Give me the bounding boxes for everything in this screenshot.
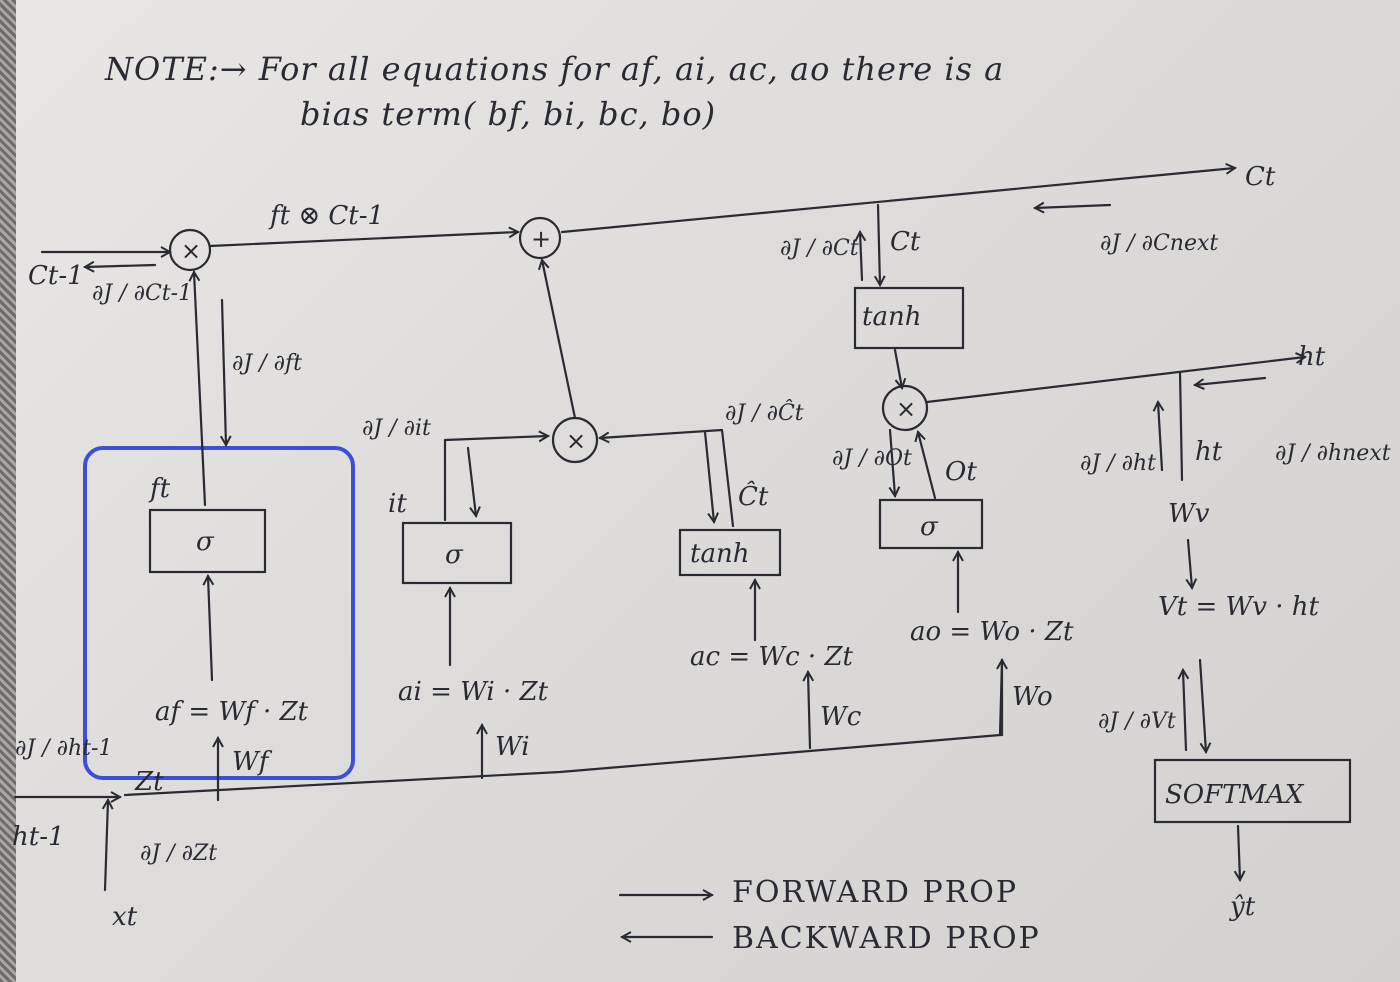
wi-label: Wi: [495, 732, 530, 762]
c-next-grad-label: ∂J / ∂Cnext: [1100, 231, 1218, 256]
vt-down-arrow: [1198, 658, 1206, 752]
zt-label: Zt: [134, 767, 164, 797]
ct-hat-grad-label: ∂J / ∂Ĉt: [725, 399, 804, 426]
ft-up-arrow: [194, 272, 207, 507]
xt-label: xt: [112, 902, 138, 932]
ct-hat-up-arrow: [600, 428, 735, 528]
output-multiply-node: [881, 384, 929, 432]
cell-forget-arrow: [208, 232, 518, 248]
ct-hat-grad-down-arrow: [703, 430, 714, 522]
ct-grad-label: ∂J / ∂Ct: [780, 236, 859, 261]
legend-forward-label: FORWARD PROP: [732, 875, 1018, 910]
af-equation: af = Wf · Zt: [155, 697, 309, 727]
wv-down-arrow: [1188, 538, 1192, 588]
ht-grad-up-arrow: [1158, 402, 1162, 472]
ct-down-arrow: [878, 203, 880, 285]
zt-bus-wo-link: [998, 658, 1004, 737]
wo-label: Wo: [1012, 682, 1053, 712]
wf-label: Wf: [232, 747, 273, 777]
ft-c-prev-label: ft ⊗ Ct-1: [268, 201, 384, 231]
vt-grad-up-arrow: [1183, 670, 1186, 752]
h-prev-label: ht-1: [12, 822, 65, 852]
h-out-label: ht: [1298, 342, 1326, 372]
ac-equation: ac = Wc · Zt: [690, 642, 854, 672]
af-up-arrow: [208, 576, 212, 682]
wc-label: Wc: [820, 702, 862, 732]
forget-sigmoid-box: [148, 508, 267, 574]
it-label: it: [388, 489, 407, 519]
cell-state-out-arrow: [560, 168, 1235, 234]
ht-down-line: [1178, 370, 1184, 482]
ct-label: Ct: [890, 227, 921, 257]
h-next-grad-label: ∂J / ∂hnext: [1275, 441, 1391, 466]
c-prev-label: Ct-1: [28, 261, 84, 291]
it-up-arrow: [443, 436, 548, 522]
xt-up-arrow: [105, 800, 108, 892]
note-line-2: bias term( bf, bi, bc, bo): [300, 95, 716, 133]
ot-up-arrow: [918, 432, 937, 500]
cell-tanh-label: tanh: [862, 302, 921, 332]
it-grad-label: ∂J / ∂it: [362, 416, 431, 441]
forget-sigmoid-label: σ: [196, 527, 215, 557]
tanh-to-output-arrow: [893, 348, 902, 388]
wc-up-arrow: [808, 672, 810, 750]
ao-equation: ao = Wo · Zt: [910, 617, 1074, 647]
note-line-1: NOTE:→ For all equations for af, ai, ac,…: [104, 50, 1004, 88]
zt-grad-label: ∂J / ∂Zt: [140, 841, 217, 866]
legend-backward-label: BACKWARD PROP: [732, 921, 1041, 956]
wv-label: Wv: [1168, 499, 1210, 529]
output-sigmoid-box: [878, 498, 984, 550]
c-prev-grad-arrow: [85, 265, 157, 267]
cell-add-symbol: +: [531, 225, 551, 253]
ft-grad-down-arrow: [222, 298, 226, 445]
input-sigmoid-label: σ: [445, 540, 464, 570]
ot-grad-down-arrow: [890, 428, 895, 496]
ht-label: ht: [1195, 437, 1223, 467]
ht-grad-label: ∂J / ∂ht: [1080, 451, 1156, 476]
hidden-out-arrow: [925, 357, 1305, 404]
h-next-grad-arrow: [1195, 376, 1267, 385]
y-hat-down-arrow: [1238, 824, 1240, 880]
output-multiply-symbol: ×: [896, 395, 916, 423]
forget-multiply-symbol: ×: [181, 237, 201, 265]
ct-grad-up-arrow: [860, 232, 862, 282]
input-multiply-symbol: ×: [566, 427, 586, 455]
h-prev-grad-label: ∂J / ∂ht-1: [15, 736, 112, 761]
c-prev-grad-label: ∂J / ∂Ct-1: [92, 281, 192, 306]
softmax-box: [1153, 758, 1352, 824]
y-hat-label: ŷt: [1229, 892, 1256, 922]
ct-hat-label: Ĉt: [738, 480, 769, 512]
input-sigmoid-box: [401, 521, 513, 585]
vt-equation: Vt = Wv · ht: [1158, 592, 1319, 622]
input-to-cell-arrow: [542, 260, 577, 420]
candidate-tanh-box: [678, 528, 782, 577]
fabric-edge: [0, 0, 16, 982]
ai-equation: ai = Wi · Zt: [398, 677, 549, 707]
ot-grad-label: ∂J / ∂Ot: [832, 446, 912, 471]
c-next-grad-arrow: [1035, 205, 1112, 208]
candidate-tanh-label: tanh: [690, 539, 749, 569]
ot-label: Ot: [945, 457, 977, 487]
forget-gate-highlight: [83, 446, 355, 780]
softmax-label: SOFTMAX: [1165, 780, 1305, 810]
ft-label: ft: [148, 474, 171, 504]
it-grad-down-arrow: [466, 446, 476, 516]
cell-tanh-box: [853, 286, 965, 350]
c-out-label: Ct: [1245, 162, 1276, 192]
output-sigmoid-label: σ: [920, 512, 939, 542]
ft-grad-label: ∂J / ∂ft: [232, 351, 302, 376]
vt-grad-label: ∂J / ∂Vt: [1098, 709, 1176, 734]
